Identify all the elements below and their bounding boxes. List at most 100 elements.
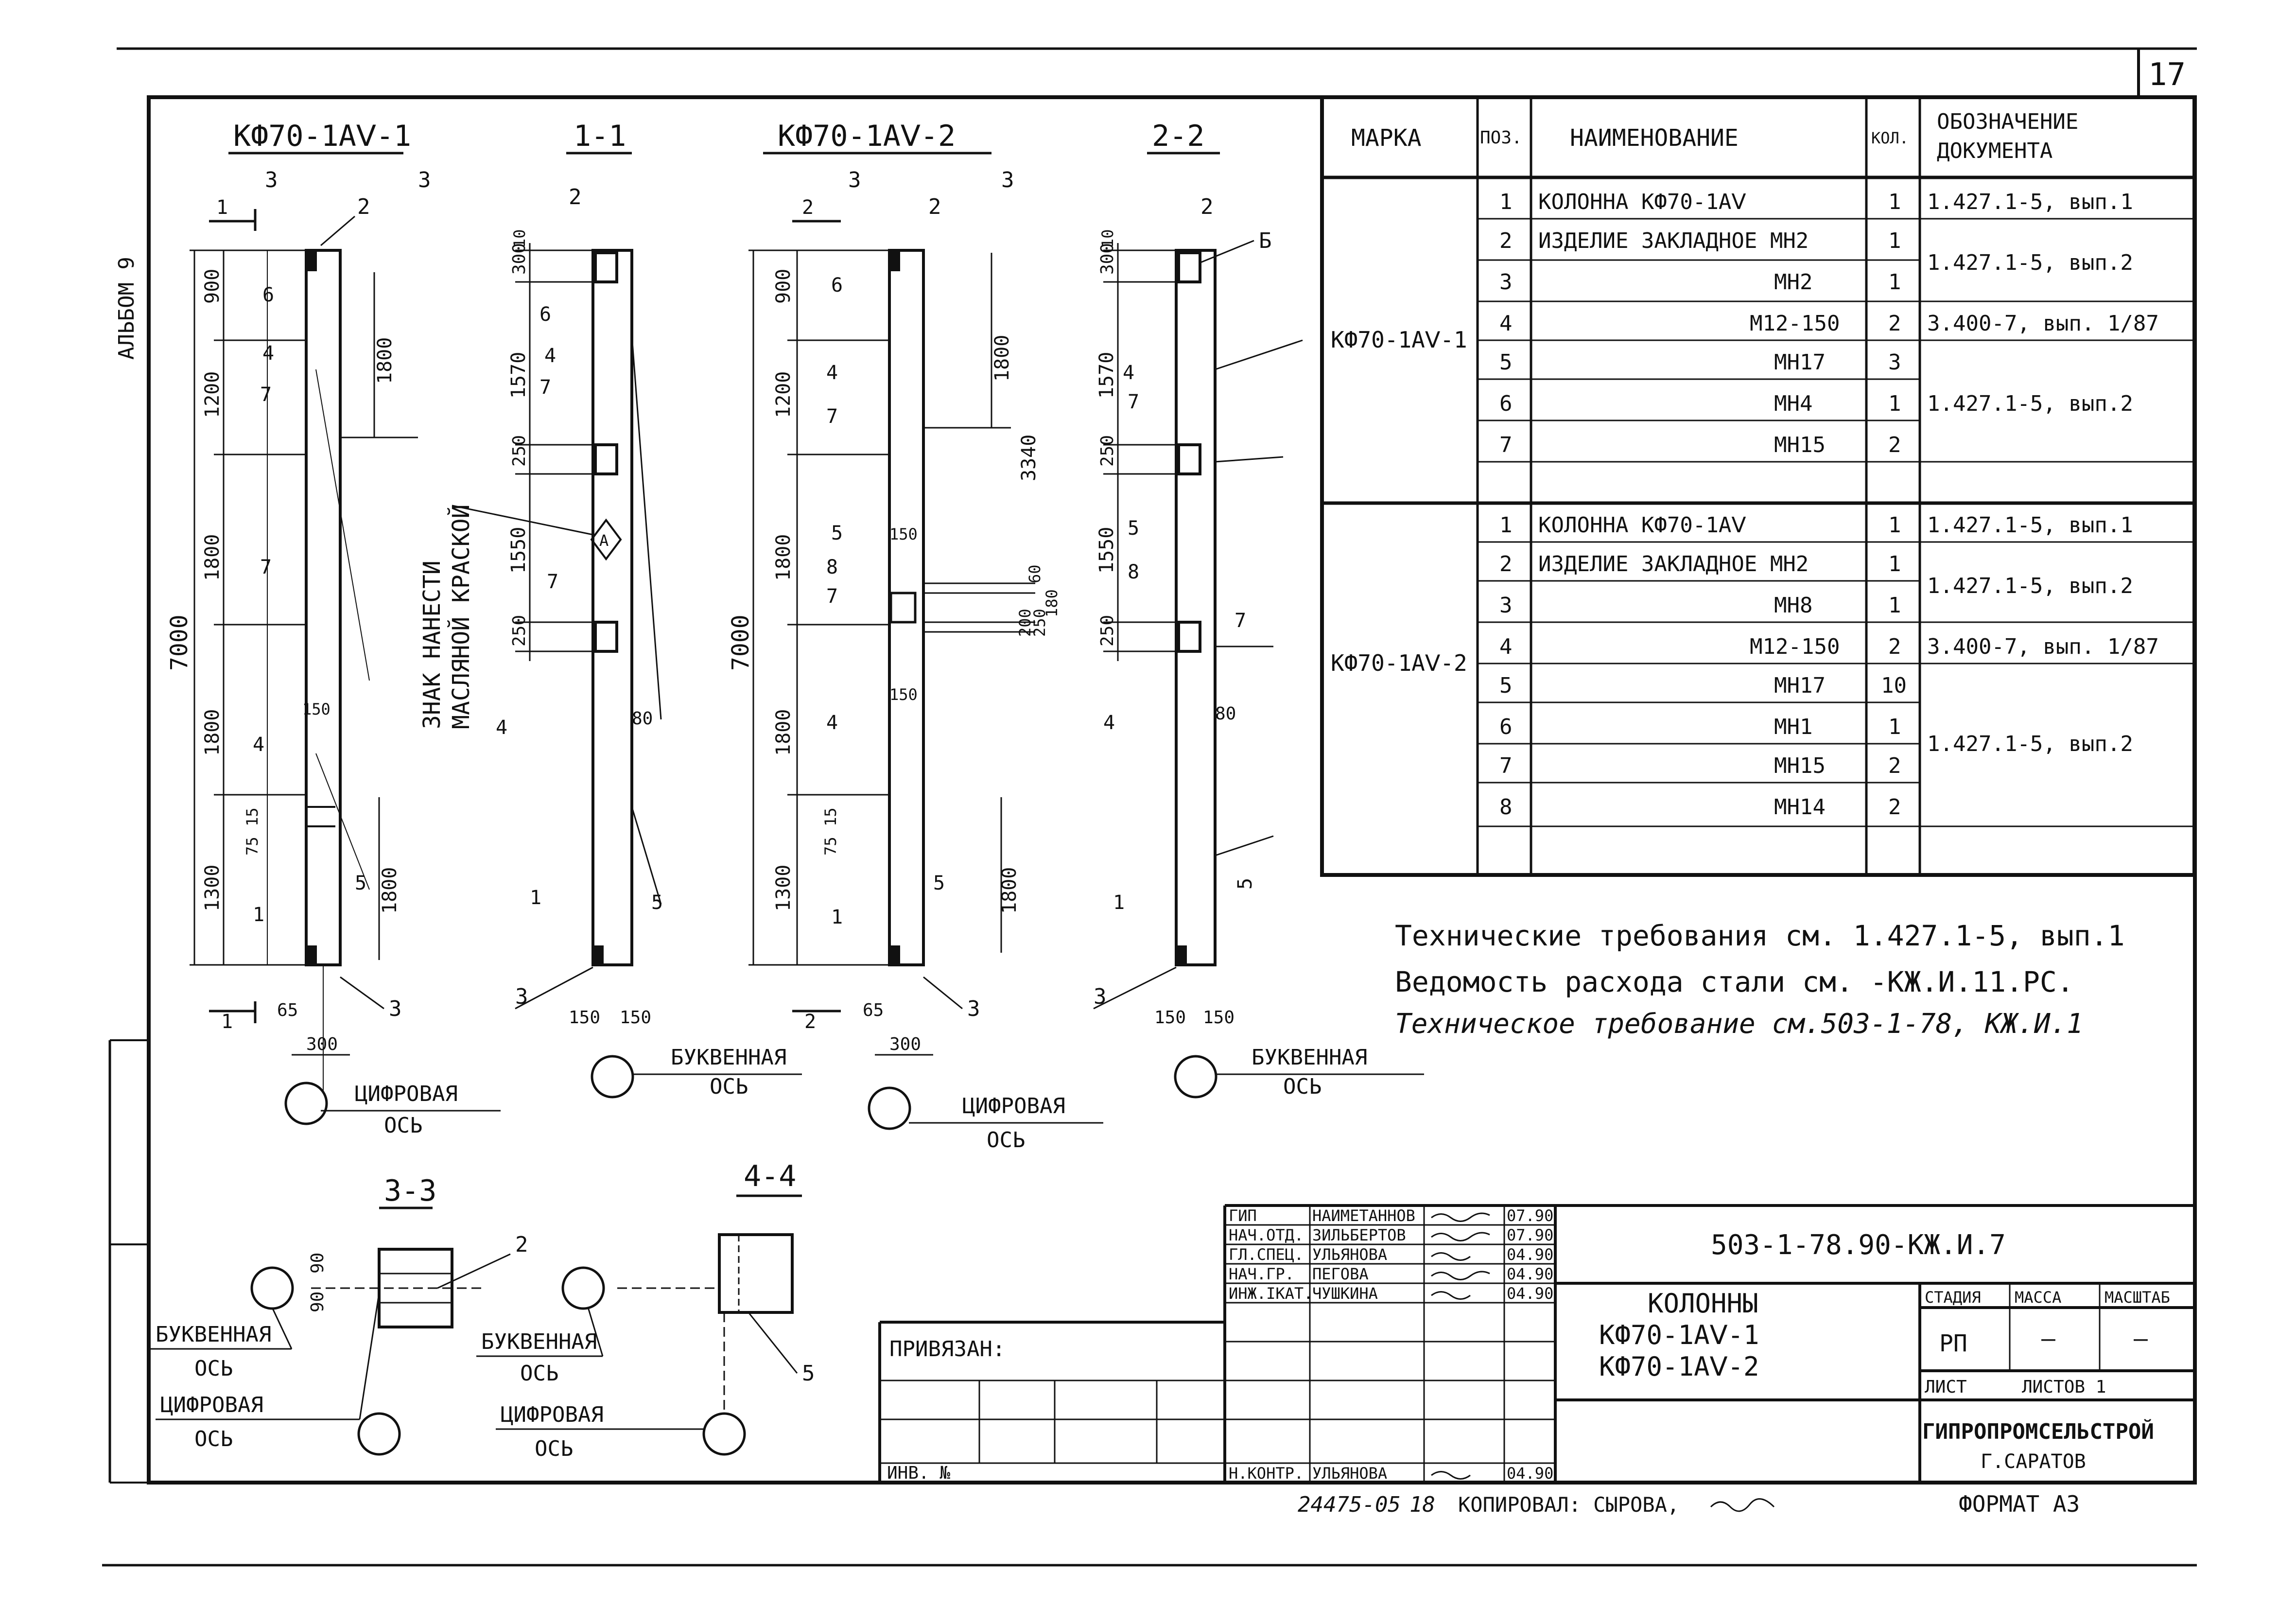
callout-4a-v3: 4 — [826, 362, 838, 384]
g2-pos-8: 8 — [1499, 795, 1513, 820]
g2-qty-4: 2 — [1888, 634, 1901, 659]
dim-300-v2: 300 — [509, 243, 529, 275]
callout-2-v3: 2 — [928, 194, 941, 219]
g2-name-3: МН8 — [1774, 593, 1812, 618]
title-line-2: КФ70-1АⅤ-1 — [1599, 1320, 1759, 1350]
g2-doc-4: 1.427.1-5, вып.2 — [1927, 732, 2133, 756]
callout-5-v4: 5 — [1128, 517, 1139, 540]
dim-180-v3: 180 — [1043, 589, 1061, 617]
section44-title: 4-4 — [744, 1159, 796, 1193]
footer: 24475-05 18 КОПИРОВАЛ: СЫРОВА, ФОРМАТ А3 — [1298, 1491, 2080, 1517]
inv-label: ИНВ. № — [887, 1463, 950, 1483]
axis-letter-4: БУКВЕННАЯ — [481, 1329, 597, 1354]
dim-300: 300 — [306, 1034, 338, 1054]
sig-date-3: 04.90 — [1507, 1245, 1553, 1264]
bound-label: ПРИВЯЗАН: — [889, 1337, 1005, 1362]
scale-label: МАСШТАБ — [2105, 1288, 2170, 1307]
g2-qty-1: 1 — [1888, 513, 1901, 538]
axis-word-6: ОСЬ — [194, 1427, 233, 1451]
section-mark-1b: 1 — [221, 1011, 233, 1033]
g2-qty-3: 1 — [1888, 593, 1901, 618]
sig-role-5: ИНЖ.IКАТ. — [1229, 1284, 1313, 1303]
callout-4a-v2: 4 — [544, 345, 556, 367]
sheets-label: ЛИСТОВ 1 — [2022, 1377, 2106, 1397]
view-4-title: 2-2 — [1152, 119, 1204, 153]
dim-1200-v3: 1200 — [772, 371, 795, 418]
dim-1570-v4: 1570 — [1096, 352, 1118, 399]
axis-word-2: ОСЬ — [710, 1074, 748, 1099]
dim-15-v3: 15 — [821, 807, 840, 826]
group1-mark: КФ70-1АⅤ-1 — [1331, 327, 1467, 353]
mass-value: — — [2041, 1325, 2055, 1352]
g1-pos-5: 5 — [1499, 350, 1513, 375]
dim-1570-v2: 1570 — [507, 352, 530, 399]
th-qty: КОЛ. — [1871, 129, 1909, 147]
dim-1550-v2: 1550 — [507, 527, 530, 574]
stage-value: РП — [1939, 1330, 1967, 1357]
g1-doc-2: 1.427.1-5, вып.2 — [1927, 250, 2133, 275]
callout-2-v4: 2 — [1200, 194, 1214, 219]
section-mark-2b: 2 — [804, 1011, 816, 1033]
g1-name-7: МН15 — [1774, 433, 1826, 457]
th-mark: МАРКА — [1351, 124, 1422, 152]
title-line-1: КОЛОННЫ — [1648, 1288, 1758, 1319]
axis-word-7: ОСЬ — [520, 1361, 558, 1386]
callout-2-33: 2 — [515, 1232, 528, 1257]
g2-qty-7: 2 — [1888, 753, 1901, 778]
sheet-label: ЛИСТ — [1925, 1377, 1967, 1397]
section-mark-1a: 1 — [216, 196, 228, 219]
callout-7a-v3: 7 — [826, 405, 838, 428]
paint-mark-note: ЗНАК НАНЕСТИ МАСЛЯНОЙ КРАСКОЙ — [418, 505, 593, 729]
g1-doc-3: 3.400-7, вып. 1/87 — [1927, 311, 2159, 336]
dim-1800b: 1800 — [201, 709, 224, 756]
section33-title: 3-3 — [384, 1174, 436, 1208]
dim-250b-v2: 250 — [509, 615, 529, 646]
axis-digital-1: ЦИФРОВАЯ — [355, 1082, 458, 1106]
g1-name-6: МН4 — [1774, 391, 1812, 416]
callout-1: 1 — [253, 904, 264, 926]
th-doc-2: ДОКУМЕНТА — [1937, 139, 2052, 163]
dim-1800c-v3: 1800 — [991, 335, 1013, 382]
g1-name-5: МН17 — [1774, 350, 1826, 375]
callout-4b-v2: 4 — [496, 716, 507, 739]
embed-bottom — [307, 945, 317, 964]
g2-pos-2: 2 — [1499, 552, 1513, 576]
embed-top-3 — [890, 252, 900, 271]
copier-signature — [1710, 1498, 1775, 1512]
page-number: 17 — [2148, 57, 2186, 93]
g1-name-4: М12-150 — [1750, 311, 1840, 336]
g2-doc-3: 3.400-7, вып. 1/87 — [1927, 634, 2159, 659]
g2-name-1: КОЛОННА КФ70-1АⅤ — [1538, 513, 1746, 538]
g2-pos-5: 5 — [1499, 673, 1513, 698]
axis-word-4: ОСЬ — [1283, 1074, 1322, 1099]
g2-name-8: МН14 — [1774, 795, 1826, 820]
sig-role-1: ГИП — [1229, 1206, 1257, 1225]
callout-7a: 7 — [260, 384, 272, 406]
callout-4a: 4 — [262, 342, 274, 365]
dim-10-v2: 10 — [510, 229, 529, 248]
dim-90b-33: 90 — [308, 1292, 328, 1312]
callout-2: 2 — [357, 194, 370, 219]
section-3-3: 3-3 90 90 2 БУКВЕННАЯ ОСЬ ЦИФРОВАЯ ОСЬ — [151, 1174, 528, 1456]
dim-80-v4: 80 — [1215, 704, 1236, 724]
footer-copied: КОПИРОВАЛ: СЫРОВА, — [1458, 1493, 1679, 1517]
dim-1800a-v3: 1800 — [772, 534, 795, 581]
g1-pos-3: 3 — [1499, 270, 1513, 295]
callout-7a-v4: 7 — [1128, 391, 1139, 413]
section-mark-3c: 3 — [848, 168, 861, 192]
group2-mark: КФ70-1АⅤ-2 — [1331, 650, 1467, 676]
callout-7b: 7 — [260, 556, 272, 578]
g2-name-7: МН15 — [1774, 753, 1826, 778]
section-mark-3d: 3 — [1001, 168, 1014, 192]
view-2-section-1-1: 1-1 А 300 10 1570 250 1550 250 80 150 15… — [496, 119, 802, 1099]
dim-150: 150 — [302, 700, 330, 718]
th-name: НАИМЕНОВАНИЕ — [1570, 124, 1739, 152]
dim-300-v4: 300 — [1097, 243, 1117, 275]
sig-name-4: ПЕГОВА — [1312, 1265, 1369, 1283]
sig-name-3: УЛЬЯНОВА — [1312, 1245, 1387, 1264]
callout-8-v4: 8 — [1128, 561, 1139, 583]
view-3-title: КФ70-1АⅤ-2 — [778, 119, 956, 153]
sig-date-4: 04.90 — [1507, 1265, 1553, 1283]
g1-qty-4: 2 — [1888, 311, 1901, 336]
notes-block: Технические требования см. 1.427.1-5, вы… — [1395, 919, 2125, 1040]
